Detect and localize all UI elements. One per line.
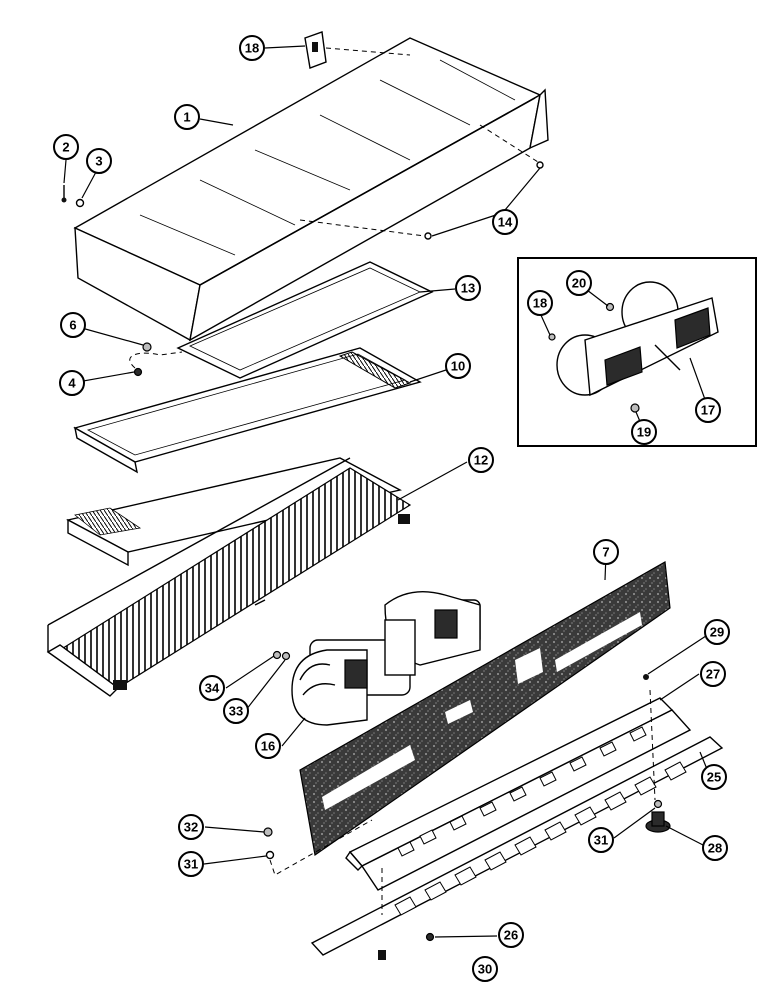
inset-box	[517, 257, 757, 447]
svg-text:31: 31	[594, 833, 608, 848]
callout-20[interactable]: 20	[566, 270, 592, 296]
callout-16[interactable]: 16	[255, 733, 281, 759]
callout-7[interactable]: 7	[593, 539, 619, 565]
svg-text:29: 29	[710, 625, 724, 640]
callout-2[interactable]: 2	[53, 134, 79, 160]
svg-text:33: 33	[229, 704, 243, 719]
svg-text:27: 27	[706, 667, 720, 682]
washer-3	[75, 198, 85, 208]
callout-32[interactable]: 32	[178, 814, 204, 840]
washer-31-left	[265, 850, 275, 860]
svg-text:25: 25	[707, 770, 721, 785]
svg-text:20: 20	[572, 276, 586, 291]
callout-14[interactable]: 14	[492, 209, 518, 235]
nut-20	[605, 302, 615, 312]
callout-3[interactable]: 3	[86, 148, 112, 174]
svg-text:17: 17	[701, 403, 715, 418]
svg-text:31: 31	[184, 857, 198, 872]
screw-30	[378, 950, 386, 960]
leader-lines	[63, 45, 713, 938]
svg-text:34: 34	[205, 681, 220, 696]
plate-openings	[394, 726, 687, 916]
svg-text:19: 19	[637, 425, 651, 440]
svg-text:16: 16	[261, 739, 275, 754]
svg-text:14: 14	[498, 215, 513, 230]
nut-34	[272, 650, 282, 660]
callout-11[interactable]: 13	[455, 275, 481, 301]
washer-31-right	[653, 799, 663, 809]
svg-text:18: 18	[245, 41, 259, 56]
callout-17[interactable]: 17	[695, 397, 721, 423]
callout-28[interactable]: 28	[702, 835, 728, 861]
clip-bracket	[304, 31, 327, 69]
callout-12[interactable]: 12	[468, 447, 494, 473]
nut-32	[263, 827, 273, 837]
svg-text:2: 2	[62, 140, 69, 155]
nut-19	[630, 403, 640, 413]
callout-13[interactable]: 18	[239, 35, 265, 61]
nut-6	[142, 342, 152, 352]
screw-4	[133, 367, 143, 377]
svg-text:10: 10	[451, 359, 465, 374]
callout-26[interactable]: 26	[498, 922, 524, 948]
svg-text:26: 26	[504, 928, 518, 943]
knob-28	[645, 811, 671, 833]
svg-text:6: 6	[69, 318, 76, 333]
callout-10[interactable]: 10	[445, 353, 471, 379]
callout-33[interactable]: 33	[223, 698, 249, 724]
svg-text:3: 3	[95, 154, 102, 169]
svg-text:18: 18	[533, 296, 547, 311]
housing-cover	[73, 37, 549, 342]
filter-grille	[46, 457, 412, 697]
svg-text:12: 12	[474, 453, 488, 468]
callout-1[interactable]: 1	[174, 104, 200, 130]
filter-frame	[73, 347, 422, 474]
callout-29[interactable]: 29	[704, 619, 730, 645]
callout-30[interactable]: 30	[472, 956, 498, 982]
svg-text:7: 7	[602, 545, 609, 560]
blower-assembly	[291, 590, 481, 726]
callout-34[interactable]: 34	[199, 675, 225, 701]
callout-18[interactable]: 18	[527, 290, 553, 316]
callout-31-right[interactable]: 31	[588, 827, 614, 853]
callout-6[interactable]: 6	[60, 312, 86, 338]
svg-text:13: 13	[461, 281, 475, 296]
callout-19[interactable]: 19	[631, 419, 657, 445]
screw-26	[425, 932, 435, 942]
callout-4[interactable]: 4	[59, 370, 85, 396]
screw-29	[643, 674, 649, 680]
svg-text:1: 1	[183, 110, 190, 125]
svg-text:32: 32	[184, 820, 198, 835]
nut-33	[281, 651, 291, 661]
callouts: 18 1 2 3 14 13 6 4 10 12 20 18 17 19 7 2…	[53, 35, 730, 982]
screw-2	[61, 185, 67, 203]
panel-gasket	[299, 561, 671, 857]
callout-27[interactable]: 27	[700, 661, 726, 687]
callout-25[interactable]: 25	[701, 764, 727, 790]
svg-text:30: 30	[478, 962, 492, 977]
callout-31-left[interactable]: 31	[178, 851, 204, 877]
svg-text:28: 28	[708, 841, 722, 856]
svg-text:4: 4	[68, 376, 76, 391]
nut-18	[548, 333, 556, 341]
